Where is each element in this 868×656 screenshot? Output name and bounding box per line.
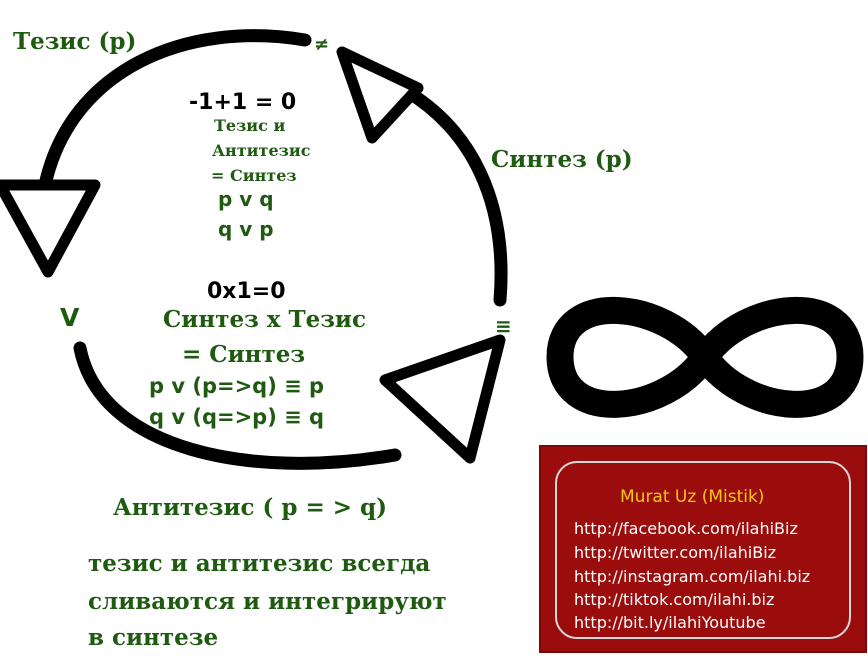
author-card: Murat Uz (Mistik) http://facebook.com/il… bbox=[539, 445, 867, 653]
tiktok-link[interactable]: http://tiktok.com/ilahi.biz bbox=[574, 590, 775, 609]
facebook-link[interactable]: http://facebook.com/ilahiBiz bbox=[574, 519, 798, 538]
footer-line-2: сливаются и интегрируют bbox=[88, 588, 447, 615]
antithesis-label: Антитезис ( p = > q) bbox=[113, 494, 388, 521]
footer-line-3: в синтезе bbox=[88, 624, 219, 651]
formula-3: p v (p=>q) ≡ p bbox=[149, 374, 325, 398]
formula-2: q v p bbox=[218, 217, 274, 241]
formula-1: p v q bbox=[218, 187, 274, 211]
arrowhead-right bbox=[379, 334, 506, 464]
or-symbol: V bbox=[60, 303, 80, 332]
rule-line-1: Тезис и bbox=[214, 116, 286, 135]
card-title: Murat Uz (Mistik) bbox=[620, 487, 765, 507]
equation-top: -1+1 = 0 bbox=[189, 90, 297, 115]
footer-line-1: тезис и антитезис всегда bbox=[88, 550, 431, 577]
neq-symbol: ≠ bbox=[314, 34, 330, 55]
thesis-label: Тезис (p) bbox=[13, 28, 137, 55]
twitter-link[interactable]: http://twitter.com/ilahiBiz bbox=[574, 543, 777, 562]
instagram-link[interactable]: http://instagram.com/ilahi.biz bbox=[574, 567, 811, 586]
youtube-link[interactable]: http://bit.ly/ilahiYoutube bbox=[574, 613, 766, 632]
formula-4: q v (q=>p) ≡ q bbox=[149, 405, 325, 429]
infinity-symbol bbox=[546, 297, 864, 418]
rule2-line-1: Синтез x Тезис bbox=[163, 306, 366, 333]
rule-line-3: = Синтез bbox=[211, 166, 297, 185]
card-frame bbox=[555, 461, 851, 639]
rule2-line-2: = Синтез bbox=[182, 341, 306, 368]
arrowhead-down-left bbox=[0, 179, 101, 278]
equiv-symbol: ≡ bbox=[495, 314, 512, 338]
arrowhead-up-left bbox=[336, 46, 424, 144]
arc-antithesis-to-synthesis bbox=[401, 85, 508, 307]
rule-line-2: Антитезис bbox=[212, 141, 311, 160]
arc-or-to-antithesis bbox=[73, 341, 402, 470]
arc-thesis-to-or bbox=[38, 29, 312, 192]
equation-mid: 0x1=0 bbox=[207, 279, 286, 304]
synthesis-label: Синтез (p) bbox=[491, 146, 633, 173]
